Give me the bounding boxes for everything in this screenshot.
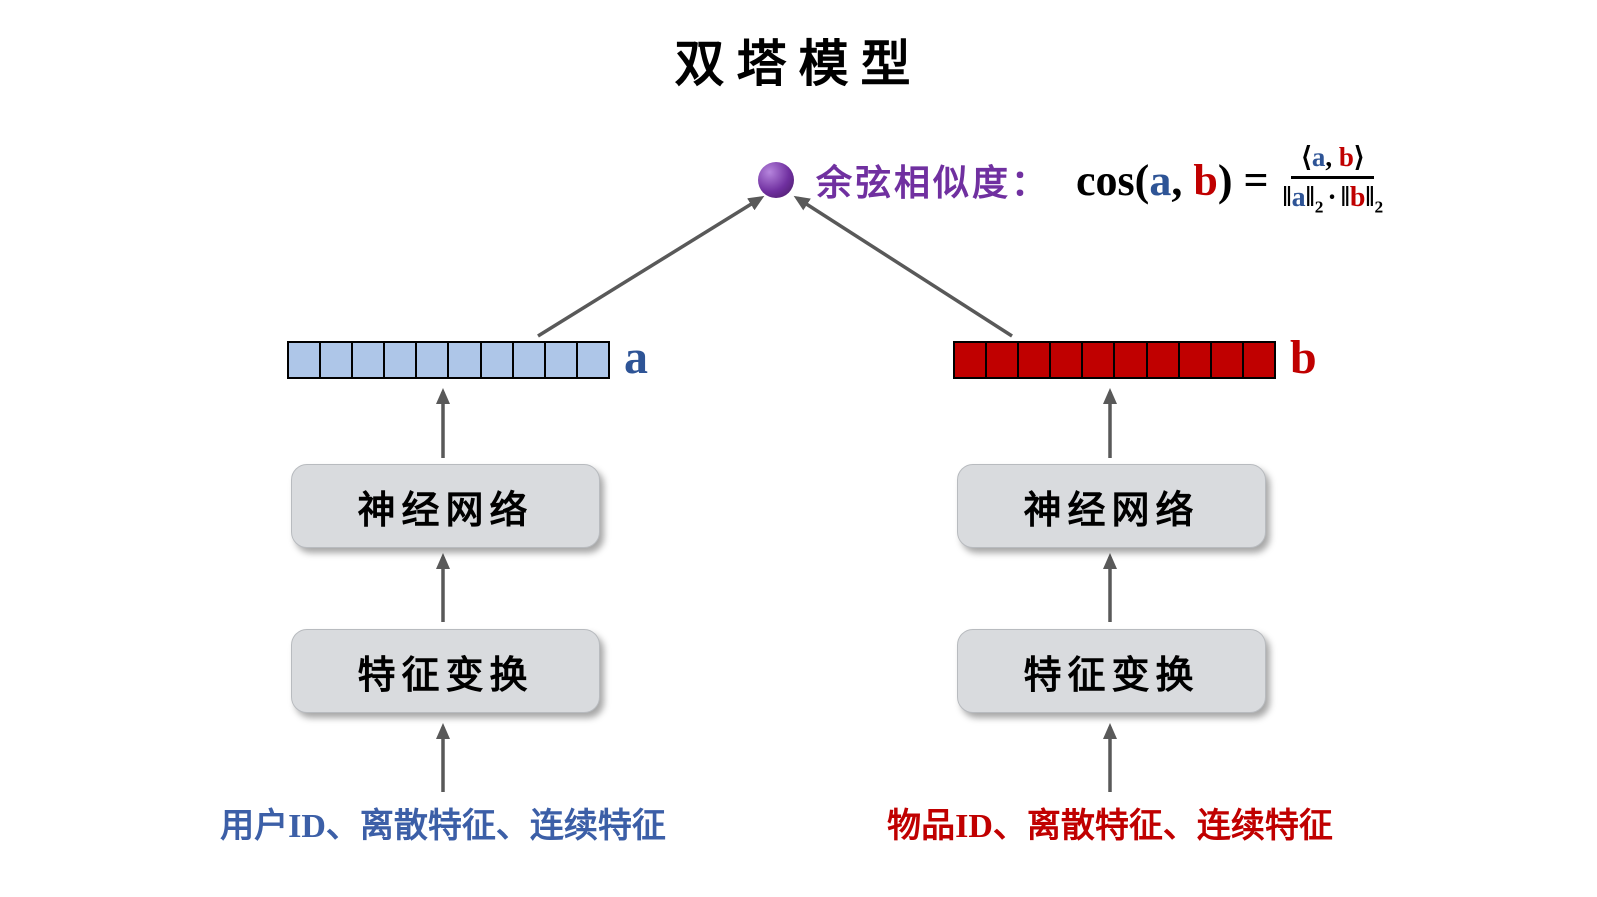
user-feature-transform-box: 特征变换 [291,629,600,713]
numerator-comma: , [1325,142,1333,173]
vector-cell [578,343,608,377]
vector-cell [449,343,482,377]
formula-open-paren: ( [1134,155,1150,205]
vector-cell [482,343,514,377]
vector-cell [1115,343,1148,377]
user-neural-network-box: 神经网络 [291,464,600,548]
norm-bar: ‖ [1282,182,1292,214]
formula-func: cos [1076,155,1135,205]
norm-subscript: 2 [1314,197,1324,217]
similarity-dot-icon [758,162,794,198]
vector-cell [546,343,578,377]
fraction-numerator: ⟨a, b⟩ [1291,142,1375,180]
vector-cell [1083,343,1116,377]
page-title: 双塔模型 [674,36,923,92]
item-feature-transform-box: 特征变换 [957,629,1266,713]
vector-cell [1244,343,1274,377]
denominator-b: b [1349,182,1366,214]
angle-open: ⟨ [1301,142,1312,173]
vector-cell [1019,343,1052,377]
numerator-a: a [1311,142,1326,173]
item-input-features-label: 物品ID、离散特征、连续特征 [887,808,1333,845]
vector-cell [955,343,988,377]
denominator-a: a [1291,182,1306,214]
vector-cell [1148,343,1180,377]
angle-close: ⟩ [1353,142,1365,173]
vector-cell [289,343,322,377]
vector-cell [417,343,450,377]
fraction-denominator: ‖a‖2·‖b‖2 [1283,179,1384,218]
vector-cell [1212,343,1244,377]
item-neural-network-box: 神经网络 [957,464,1266,548]
embedding-vector-a [287,341,610,379]
cosine-fraction: ⟨a, b⟩ ‖a‖2·‖b‖2 [1283,142,1384,218]
user-input-features-label: 用户ID、离散特征、连续特征 [220,808,666,845]
formula-close-paren: ) [1217,155,1233,205]
formula-a: a [1149,155,1172,205]
vector-cell [321,343,354,377]
vector-b-label: b [1290,331,1317,384]
formula-b: b [1193,155,1218,205]
formula-equals: = [1243,155,1269,205]
norm-subscript: 2 [1374,197,1384,217]
dot-operator: · [1327,182,1337,214]
vector-cell [385,343,418,377]
vector-cell [353,343,386,377]
vector-cell [514,343,546,377]
numerator-b: b [1338,142,1354,173]
cosine-formula-left: cos(a, b) = [1076,155,1269,206]
vector-a-label: a [624,331,648,384]
similarity-label: 余弦相似度： [816,163,1051,203]
norm-bar: ‖ [1365,182,1375,214]
norm-bar: ‖ [1340,182,1350,214]
embedding-vector-b [953,341,1276,379]
vector-cell [987,343,1020,377]
formula-comma: , [1171,155,1183,205]
similarity-row: 余弦相似度： cos(a, b) = ⟨a, b⟩ ‖a‖2·‖b‖2 [758,136,1383,224]
vector-cell [1051,343,1084,377]
arrow-vector-a-to-dot [537,195,765,338]
norm-bar: ‖ [1305,182,1315,214]
vector-cell [1180,343,1212,377]
